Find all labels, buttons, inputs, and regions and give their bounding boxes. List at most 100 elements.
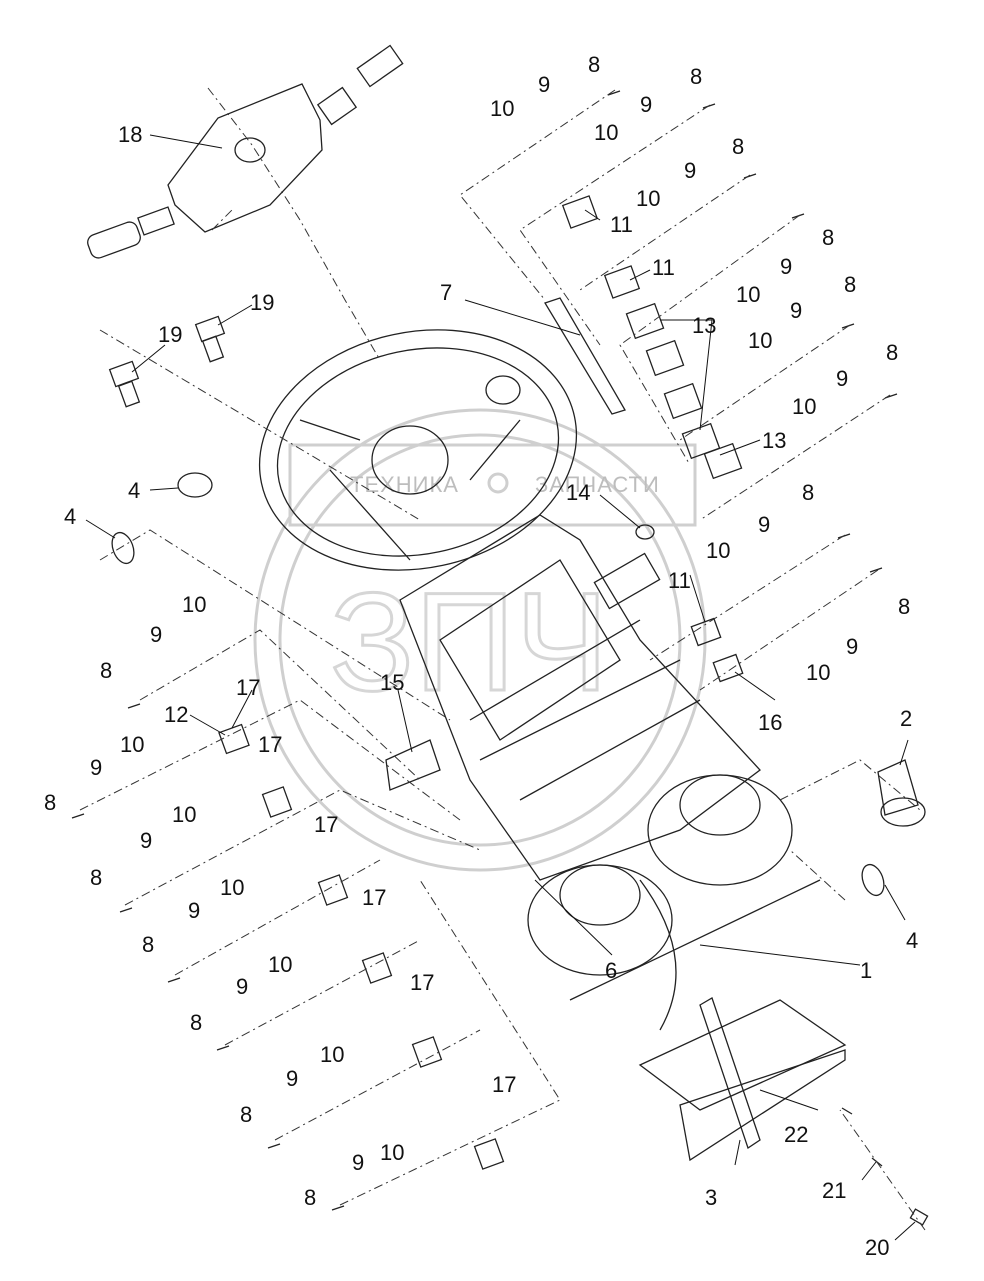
label-20: 20 (865, 1235, 889, 1260)
bracket-22 (638, 999, 847, 1162)
grommet-4a (177, 472, 213, 498)
label-8-8: 8 (898, 594, 910, 619)
label-8-6: 8 (886, 340, 898, 365)
label-8-3: 8 (732, 134, 744, 159)
label-10-5: 10 (748, 328, 772, 353)
label-11c: 11 (668, 568, 691, 593)
label-8-12: 8 (142, 932, 154, 957)
label-22: 22 (784, 1122, 808, 1147)
label-8-4: 8 (822, 225, 834, 250)
label-14: 14 (566, 480, 590, 505)
plate-7 (544, 297, 626, 415)
part-17c (361, 952, 393, 984)
grommet-4b (111, 531, 135, 565)
label-10-11: 10 (172, 802, 196, 827)
label-7: 7 (440, 280, 452, 305)
label-10-3: 10 (636, 186, 660, 211)
label-8-14: 8 (240, 1102, 252, 1127)
relay-12 (218, 723, 250, 755)
label-17c: 17 (314, 812, 338, 837)
label-9-15: 9 (352, 1150, 364, 1175)
label-4a: 4 (128, 478, 140, 503)
label-8-15: 8 (304, 1185, 316, 1210)
relay-11a (561, 195, 599, 229)
label-17f: 17 (492, 1072, 516, 1097)
label-17a: 17 (236, 675, 260, 700)
label-10-4: 10 (736, 282, 760, 307)
label-10-10: 10 (120, 732, 144, 757)
label-13a: 13 (692, 313, 716, 338)
part-17d (411, 1036, 443, 1068)
label-8-10: 8 (44, 790, 56, 815)
label-17e: 17 (410, 970, 434, 995)
part-14 (635, 524, 655, 540)
relay-11c (690, 617, 722, 647)
label-18: 18 (118, 122, 142, 147)
relay-16 (712, 653, 744, 683)
label-16: 16 (758, 710, 782, 735)
label-10-2: 10 (594, 120, 618, 145)
label-9-1: 9 (538, 72, 550, 97)
label-8-2: 8 (690, 64, 702, 89)
label-9-6: 9 (836, 366, 848, 391)
label-19b: 19 (158, 322, 182, 347)
label-15: 15 (380, 670, 404, 695)
label-4b: 4 (64, 504, 76, 529)
label-17d: 17 (362, 885, 386, 910)
label-10-13: 10 (268, 952, 292, 977)
label-9-13: 9 (236, 974, 248, 999)
label-2: 2 (900, 706, 912, 731)
label-10-9: 10 (182, 592, 206, 617)
label-4c: 4 (906, 928, 918, 953)
switch-19a (194, 315, 226, 363)
label-1: 1 (860, 958, 872, 983)
label-9-4: 9 (780, 254, 792, 279)
watermark-right-text: ЗАПЧАСТИ (535, 472, 660, 497)
label-21: 21 (822, 1178, 846, 1203)
label-9-11: 9 (140, 828, 152, 853)
plate-15 (385, 739, 441, 791)
label-8-7: 8 (802, 480, 814, 505)
label-11b: 11 (652, 255, 675, 280)
label-8-9: 8 (100, 658, 112, 683)
explosion-lines (79, 87, 926, 1231)
label-9-3: 9 (684, 158, 696, 183)
label-10-6: 10 (792, 394, 816, 419)
label-8-1: 8 (588, 52, 600, 77)
label-9-12: 9 (188, 898, 200, 923)
label-8-13: 8 (190, 1010, 202, 1035)
watermark: ТЕХНИКА ЗАПЧАСТИ ЗПЧ (253, 408, 707, 872)
column-assembly (399, 514, 761, 881)
label-10-12: 10 (220, 875, 244, 900)
brake-valve-assembly-1 (527, 774, 821, 1031)
watermark-left-text: ТЕХНИКА (350, 472, 459, 497)
part-17b (317, 874, 349, 906)
grommet-4c (861, 863, 885, 897)
part-17a (261, 786, 293, 818)
label-9-14: 9 (286, 1066, 298, 1091)
svg-text:ЗПЧ: ЗПЧ (330, 563, 609, 720)
part-labels: 18 19 19 4 4 4 2 1 6 7 3 22 21 20 14 15 … (44, 52, 918, 1260)
label-10-1: 10 (490, 96, 514, 121)
label-9-2: 9 (640, 92, 652, 117)
part-17e (473, 1138, 505, 1170)
label-12: 12 (164, 702, 188, 727)
bracket-3 (699, 997, 761, 1150)
label-13b: 13 (762, 428, 786, 453)
label-8-11: 8 (90, 865, 102, 890)
label-3: 3 (705, 1185, 717, 1210)
switch-stack-13 (625, 302, 743, 480)
label-10-14: 10 (320, 1042, 344, 1067)
multifunction-switch-18 (87, 44, 404, 259)
label-11a: 11 (610, 212, 633, 237)
cap-2 (877, 759, 926, 827)
label-10-7: 10 (706, 538, 730, 563)
label-10-15: 10 (380, 1140, 404, 1165)
switch-19b (108, 360, 141, 408)
relay-11b (603, 265, 641, 299)
label-9-5: 9 (790, 298, 802, 323)
label-9-7: 9 (758, 512, 770, 537)
label-9-8: 9 (846, 634, 858, 659)
label-8-5: 8 (844, 272, 856, 297)
